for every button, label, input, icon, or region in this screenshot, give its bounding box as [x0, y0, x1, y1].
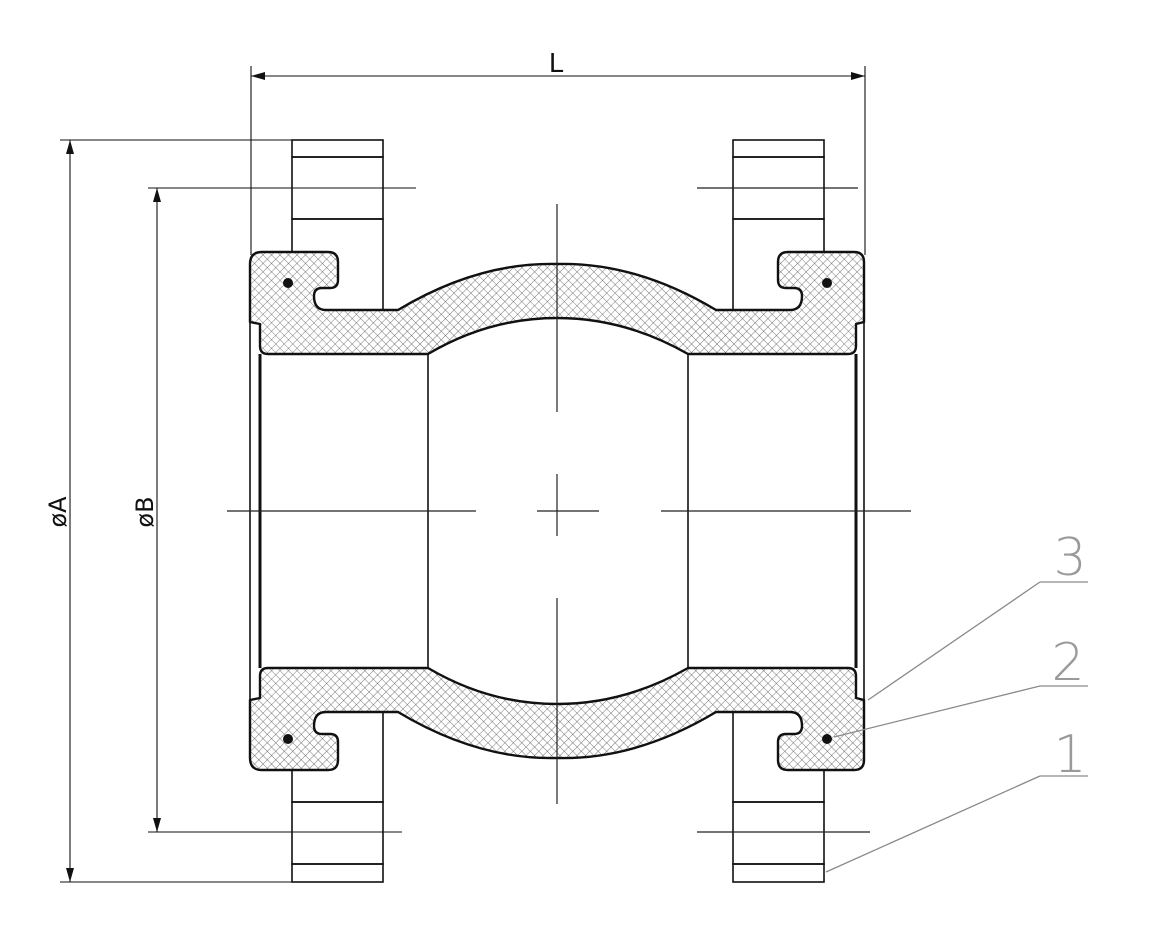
callout-3: 3 — [867, 528, 1088, 701]
callout-1-label: 1 — [1053, 725, 1086, 785]
length-label: L — [549, 49, 564, 79]
outer-diameter-dimension: øA — [44, 139, 292, 883]
bolt-circle-dimension: øB — [131, 187, 416, 833]
callout-2-label: 2 — [1051, 633, 1084, 693]
bolt-circle-label: øB — [131, 496, 159, 527]
callout-1: 1 — [825, 725, 1088, 873]
callout-2: 2 — [833, 633, 1088, 738]
reinforcing-wire-markers — [283, 278, 832, 744]
callout-3-label: 3 — [1053, 528, 1086, 588]
center-lines — [227, 187, 911, 833]
length-dimension: L — [250, 49, 866, 255]
outer-diameter-label: øA — [44, 496, 72, 528]
